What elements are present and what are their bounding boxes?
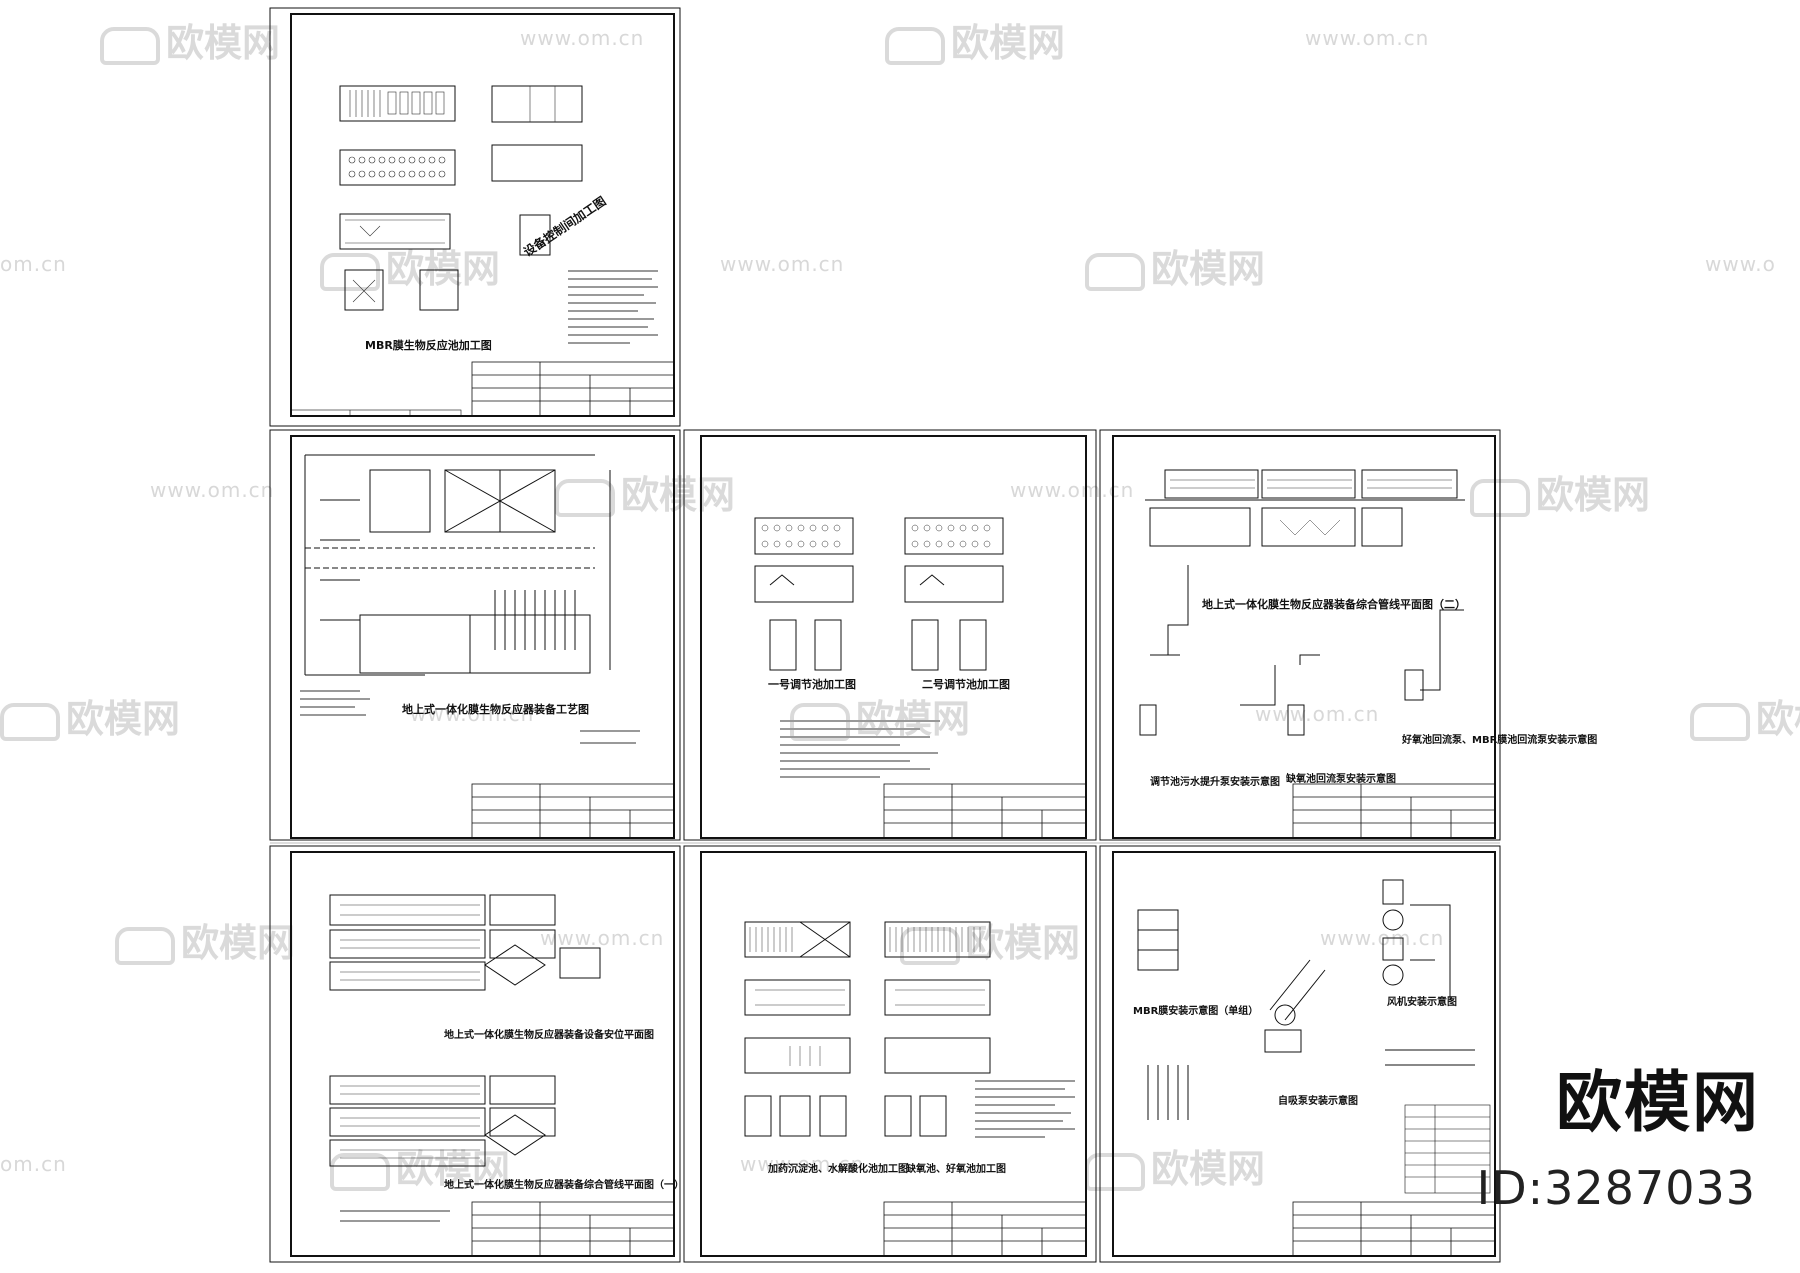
sheet-title: 调节池污水提升泵安装示意图 <box>1150 777 1280 788</box>
sheet-title: MBR膜安装示意图（单组） <box>1133 1006 1259 1017</box>
sheet-2 <box>269 429 681 841</box>
watermark-logo-icon <box>320 252 380 291</box>
watermark-url: www.om.cn <box>720 252 845 276</box>
sheet-5 <box>269 845 681 1263</box>
sheet-title: 缺氧池回流泵安装示意图 <box>1286 774 1396 785</box>
watermark-logo-icon <box>100 26 160 65</box>
watermark-logo: 欧模网 <box>555 464 735 519</box>
watermark-logo: 欧模网 <box>100 12 280 67</box>
sheet-title: 一号调节池加工图 <box>768 678 856 691</box>
watermark-logo-icon <box>555 478 615 517</box>
watermark-logo: 欧模网 <box>885 12 1065 67</box>
watermark-logo-icon <box>0 702 60 741</box>
watermark-logo-icon <box>115 926 175 965</box>
watermark-logo-icon <box>330 1152 390 1191</box>
watermark-url: www.om.cn <box>150 478 275 502</box>
sheet-3 <box>683 429 1097 841</box>
sheet-title: 缺氧池、好氧池加工图 <box>906 1164 1006 1175</box>
watermark-logo: 欧模网 <box>1690 688 1800 743</box>
sheet-title: 加药沉淀池、水解酸化池加工图 <box>768 1164 908 1175</box>
sheet-title: 风机安装示意图 <box>1387 997 1457 1008</box>
watermark-url: www.om.cn <box>410 702 535 726</box>
watermark-url: www.om.cn <box>1320 926 1445 950</box>
model-id: ID:3287033 <box>1476 1161 1756 1215</box>
watermark-logo-icon <box>1690 702 1750 741</box>
watermark-url-partial: www.o <box>1705 252 1776 276</box>
sheet-title: 地上式一体化膜生物反应器装备综合管线平面图（一） <box>444 1180 684 1191</box>
sheet-title: 地上式一体化膜生物反应器装备综合管线平面图（二） <box>1202 598 1466 611</box>
watermark-logo: 欧模网 <box>330 1138 510 1193</box>
sheet-7 <box>1099 845 1501 1263</box>
watermark-logo: 欧模网 <box>115 912 295 967</box>
sheet-1 <box>269 7 681 427</box>
sheet-title: 地上式一体化膜生物反应器装备设备安位平面图 <box>444 1030 654 1041</box>
watermark-url: www.om.cn <box>740 1152 865 1176</box>
sheet-title: 好氧池回流泵、MBR膜池回流泵安装示意图 <box>1402 735 1598 746</box>
watermark-url: www.om.cn <box>540 926 665 950</box>
sheet-title: MBR膜生物反应池加工图 <box>365 339 492 352</box>
watermark-url: www.om.cn <box>520 26 645 50</box>
watermark-logo: 欧模网 <box>1085 238 1265 293</box>
watermark-url: www.om.cn <box>1255 702 1380 726</box>
watermark-url-partial: om.cn <box>0 1152 67 1176</box>
sheet-title: 地上式一体化膜生物反应器装备工艺图 <box>402 703 589 716</box>
watermark-url: www.om.cn <box>1305 26 1430 50</box>
sheet-4 <box>1099 429 1501 841</box>
watermark-url-partial: om.cn <box>0 252 67 276</box>
sheet-title: 二号调节池加工图 <box>922 678 1010 691</box>
sheet-6 <box>683 845 1097 1263</box>
watermark-logo: 欧模网 <box>0 688 180 743</box>
sheet-title: 自吸泵安装示意图 <box>1278 1096 1358 1107</box>
watermark-logo: 欧模网 <box>320 238 500 293</box>
watermark-logo-icon <box>885 26 945 65</box>
brand-logo-text: 欧模网 <box>1556 1064 1760 1141</box>
watermark-logo-icon <box>1085 252 1145 291</box>
